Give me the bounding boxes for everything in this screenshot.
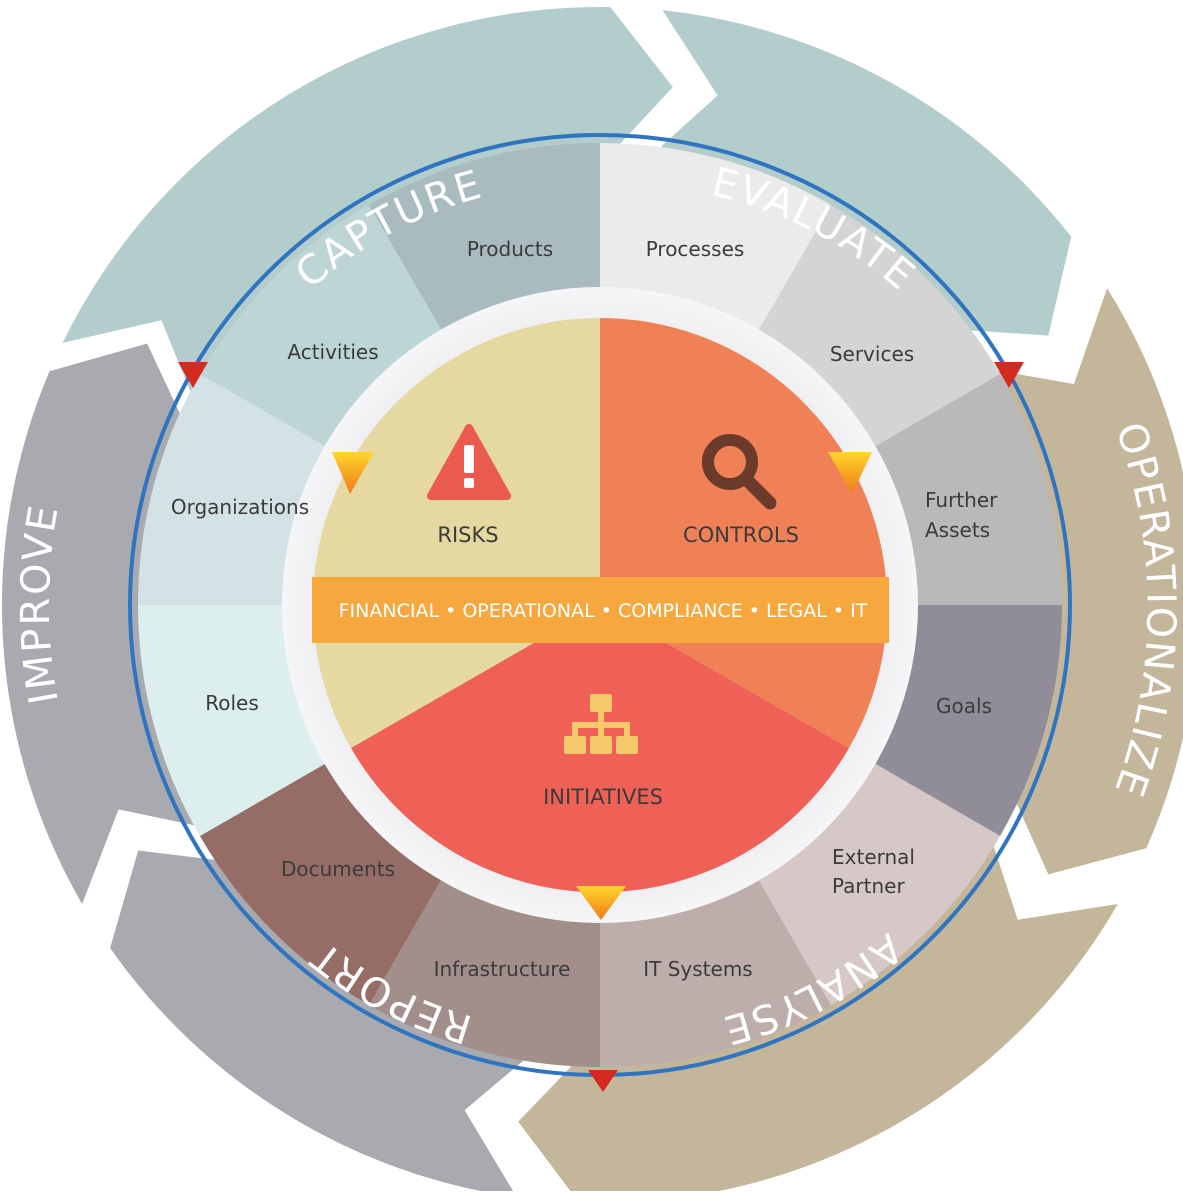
- segment-label-documents: Documents: [281, 857, 395, 881]
- segment-label-activities: Activities: [287, 340, 378, 364]
- segment-label-products: Products: [467, 237, 553, 261]
- phase-arrow-operationalize: [979, 288, 1183, 875]
- core-label-controls: CONTROLS: [683, 523, 799, 547]
- pointer-marker-initiatives: [576, 886, 626, 920]
- org-chart-icon: [564, 694, 638, 754]
- core-label-initiatives: INITIATIVES: [543, 785, 663, 809]
- pointer-marker-risks: [332, 452, 374, 494]
- segment-label-services: Services: [830, 342, 914, 366]
- red-marker-bottom: [588, 1070, 618, 1092]
- magnifier-icon: [702, 434, 777, 510]
- dimension-band-label: FINANCIAL • OPERATIONAL • COMPLIANCE • L…: [339, 600, 868, 622]
- segment-label-infrastructure: Infrastructure: [434, 957, 571, 981]
- segment-label-external: External: [832, 845, 915, 869]
- phase-arrow-report: [110, 850, 538, 1196]
- segment-label-further: Further: [925, 488, 998, 512]
- segment-label-processes: Processes: [646, 237, 745, 261]
- core-label-risks: RISKS: [437, 523, 498, 547]
- segment-label-it-systems: IT Systems: [643, 957, 752, 981]
- phase-arrow-analyse: [518, 829, 1118, 1196]
- dimension-band: [312, 577, 889, 643]
- segment-label-organizations: Organizations: [171, 495, 309, 519]
- red-marker-top-left: [178, 362, 208, 388]
- phase-arrow-evaluate: [646, 10, 1072, 336]
- triangle-warning-icon: [427, 424, 511, 500]
- segment-label-assets: Assets: [925, 518, 990, 542]
- segment-label-partner: Partner: [832, 874, 905, 898]
- pointer-marker-controls: [828, 452, 872, 494]
- core-circle: [312, 317, 889, 893]
- segment-label-goals: Goals: [936, 694, 992, 718]
- red-marker-top-right: [994, 362, 1024, 388]
- phase-label-improve: IMPROVE: [13, 501, 68, 708]
- segment-label-roles: Roles: [205, 691, 259, 715]
